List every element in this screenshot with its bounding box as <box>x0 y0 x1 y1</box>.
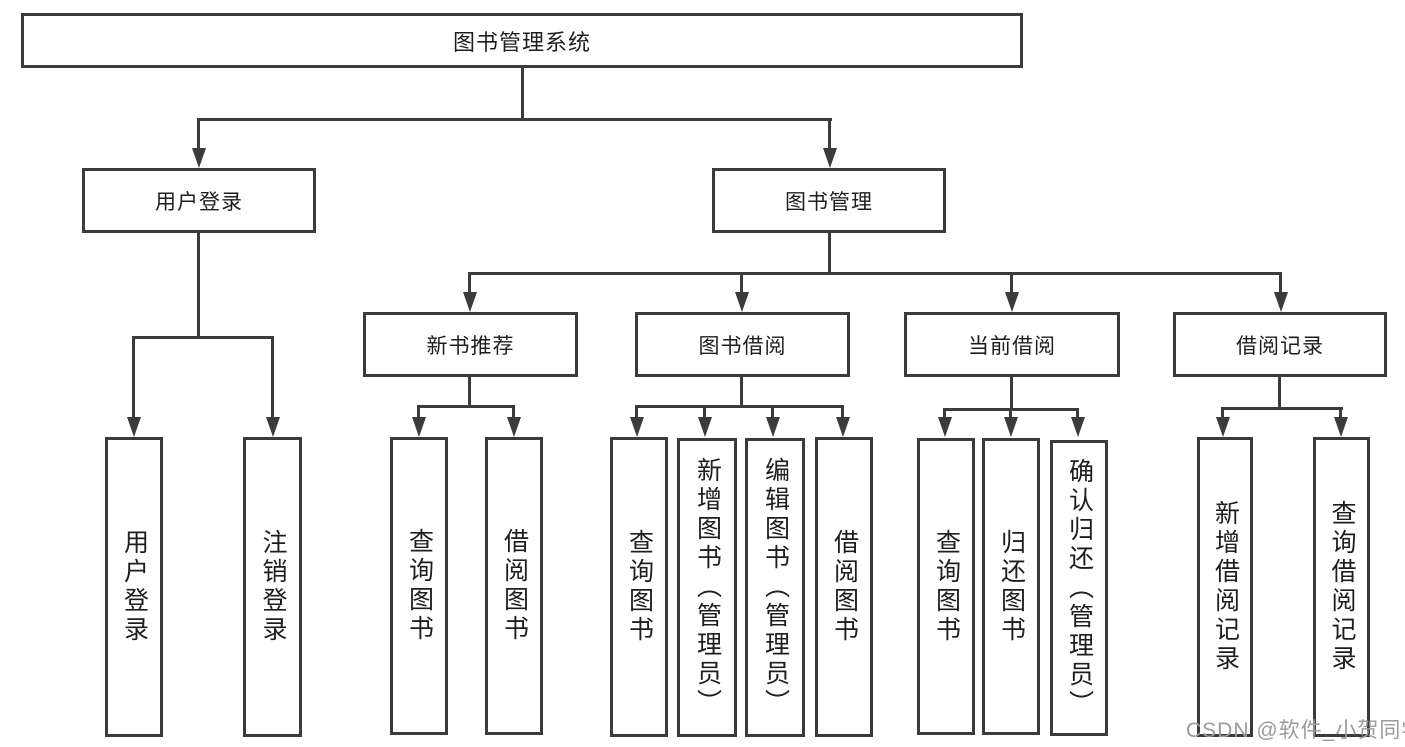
connector-line <box>841 405 844 418</box>
node-root-label: 图书管理系统 <box>452 29 591 55</box>
connector-line <box>1010 272 1013 293</box>
arrow-down-icon <box>823 148 837 168</box>
leaf-borrowing-query-books-label: 查询图书 <box>625 529 654 645</box>
connector-line <box>1010 377 1013 408</box>
arrow-down-icon <box>1005 292 1019 312</box>
connector-line <box>1279 272 1282 293</box>
leaf-borrowing-query-books: 查询图书 <box>610 437 668 737</box>
arrow-down-icon <box>836 417 850 437</box>
leaf-recommend-query-books-label: 查询图书 <box>405 528 434 644</box>
connector-line <box>197 118 832 121</box>
leaf-logout-label: 注销登录 <box>259 529 287 645</box>
node-user-login-label: 用户登录 <box>155 190 243 214</box>
leaf-borrowing-edit-books-admin: 编辑图书（管理员） <box>745 438 805 737</box>
arrow-down-icon <box>1216 417 1230 437</box>
leaf-records-query-record-label: 查询借阅记录 <box>1328 500 1356 674</box>
node-new-book-recommend: 新书推荐 <box>363 312 578 377</box>
arrow-down-icon <box>938 417 952 437</box>
connector-line <box>1221 407 1343 410</box>
leaf-borrowing-borrow-books-label: 借阅图书 <box>830 529 859 645</box>
connector-line <box>271 336 274 417</box>
arrow-down-icon <box>192 148 206 168</box>
connector-line <box>1278 377 1281 407</box>
node-current-borrowing: 当前借阅 <box>904 312 1120 377</box>
connector-line <box>197 233 200 336</box>
leaf-current-query-books: 查询图书 <box>917 438 975 735</box>
leaf-user-login: 用户登录 <box>105 437 163 737</box>
node-book-borrowing-label: 图书借阅 <box>698 334 787 358</box>
leaf-borrowing-add-books-admin: 新增图书（管理员） <box>677 438 737 737</box>
connector-line <box>703 405 706 418</box>
connector-line <box>1221 407 1224 418</box>
connector-line <box>828 233 831 272</box>
node-book-borrowing: 图书借阅 <box>635 312 850 377</box>
node-user-login: 用户登录 <box>82 168 316 233</box>
arrow-down-icon <box>1274 292 1288 312</box>
connector-line <box>468 377 471 405</box>
leaf-recommend-borrow-books: 借阅图书 <box>485 437 543 735</box>
connector-line <box>468 272 471 293</box>
connector-line <box>1076 408 1079 418</box>
arrow-down-icon <box>698 417 712 437</box>
arrow-down-icon <box>630 417 644 437</box>
leaf-records-query-record: 查询借阅记录 <box>1313 437 1370 737</box>
arrow-down-icon <box>735 292 749 312</box>
leaf-user-login-label: 用户登录 <box>120 529 149 645</box>
connector-line <box>635 405 844 408</box>
node-new-book-recommend-label: 新书推荐 <box>426 334 515 358</box>
connector-line <box>197 118 200 149</box>
leaf-borrowing-borrow-books: 借阅图书 <box>815 437 873 737</box>
arrow-down-icon <box>1334 417 1348 437</box>
arrow-down-icon <box>127 417 141 437</box>
leaf-records-add-record: 新增借阅记录 <box>1197 437 1253 737</box>
watermark-text: CSDN @软件_小贺同学 <box>1186 719 1405 742</box>
connector-line <box>635 405 638 418</box>
connector-line <box>132 336 274 339</box>
connector-line <box>468 272 1282 275</box>
arrow-down-icon <box>766 417 780 437</box>
leaf-borrowing-edit-books-admin-label: 编辑图书（管理员） <box>761 457 790 718</box>
connector-line <box>132 336 135 417</box>
leaf-current-confirm-return-admin-label: 确认归还（管理员） <box>1065 457 1094 719</box>
connector-line <box>740 272 743 293</box>
connector-line <box>828 118 831 149</box>
connector-line <box>1339 407 1342 418</box>
connector-line <box>1009 408 1012 418</box>
leaf-current-return-books: 归还图书 <box>982 438 1040 735</box>
arrow-down-icon <box>266 417 280 437</box>
connector-line <box>740 377 743 405</box>
arrow-down-icon <box>463 292 477 312</box>
leaf-current-return-books-label: 归还图书 <box>997 528 1026 645</box>
leaf-records-add-record-label: 新增借阅记录 <box>1211 500 1240 674</box>
node-book-management: 图书管理 <box>712 168 946 233</box>
node-root: 图书管理系统 <box>21 13 1023 68</box>
connector-line <box>417 405 420 418</box>
connector-line <box>943 408 946 418</box>
node-current-borrowing-label: 当前借阅 <box>968 334 1056 358</box>
connector-line <box>521 68 524 118</box>
leaf-logout: 注销登录 <box>243 437 302 737</box>
leaf-current-query-books-label: 查询图书 <box>932 528 961 645</box>
node-book-management-label: 图书管理 <box>785 190 873 214</box>
arrow-down-icon <box>412 417 426 437</box>
leaf-borrowing-add-books-admin-label: 新增图书（管理员） <box>693 457 722 718</box>
arrow-down-icon <box>1004 417 1018 437</box>
arrow-down-icon <box>1071 417 1085 437</box>
connector-line <box>512 405 515 418</box>
connector-line <box>417 405 515 408</box>
leaf-recommend-borrow-books-label: 借阅图书 <box>500 528 529 644</box>
arrow-down-icon <box>507 417 521 437</box>
connector-line <box>771 405 774 418</box>
node-borrowing-records-label: 借阅记录 <box>1236 334 1324 358</box>
leaf-current-confirm-return-admin: 确认归还（管理员） <box>1050 440 1108 736</box>
leaf-recommend-query-books: 查询图书 <box>390 437 448 735</box>
node-borrowing-records: 借阅记录 <box>1173 312 1387 377</box>
